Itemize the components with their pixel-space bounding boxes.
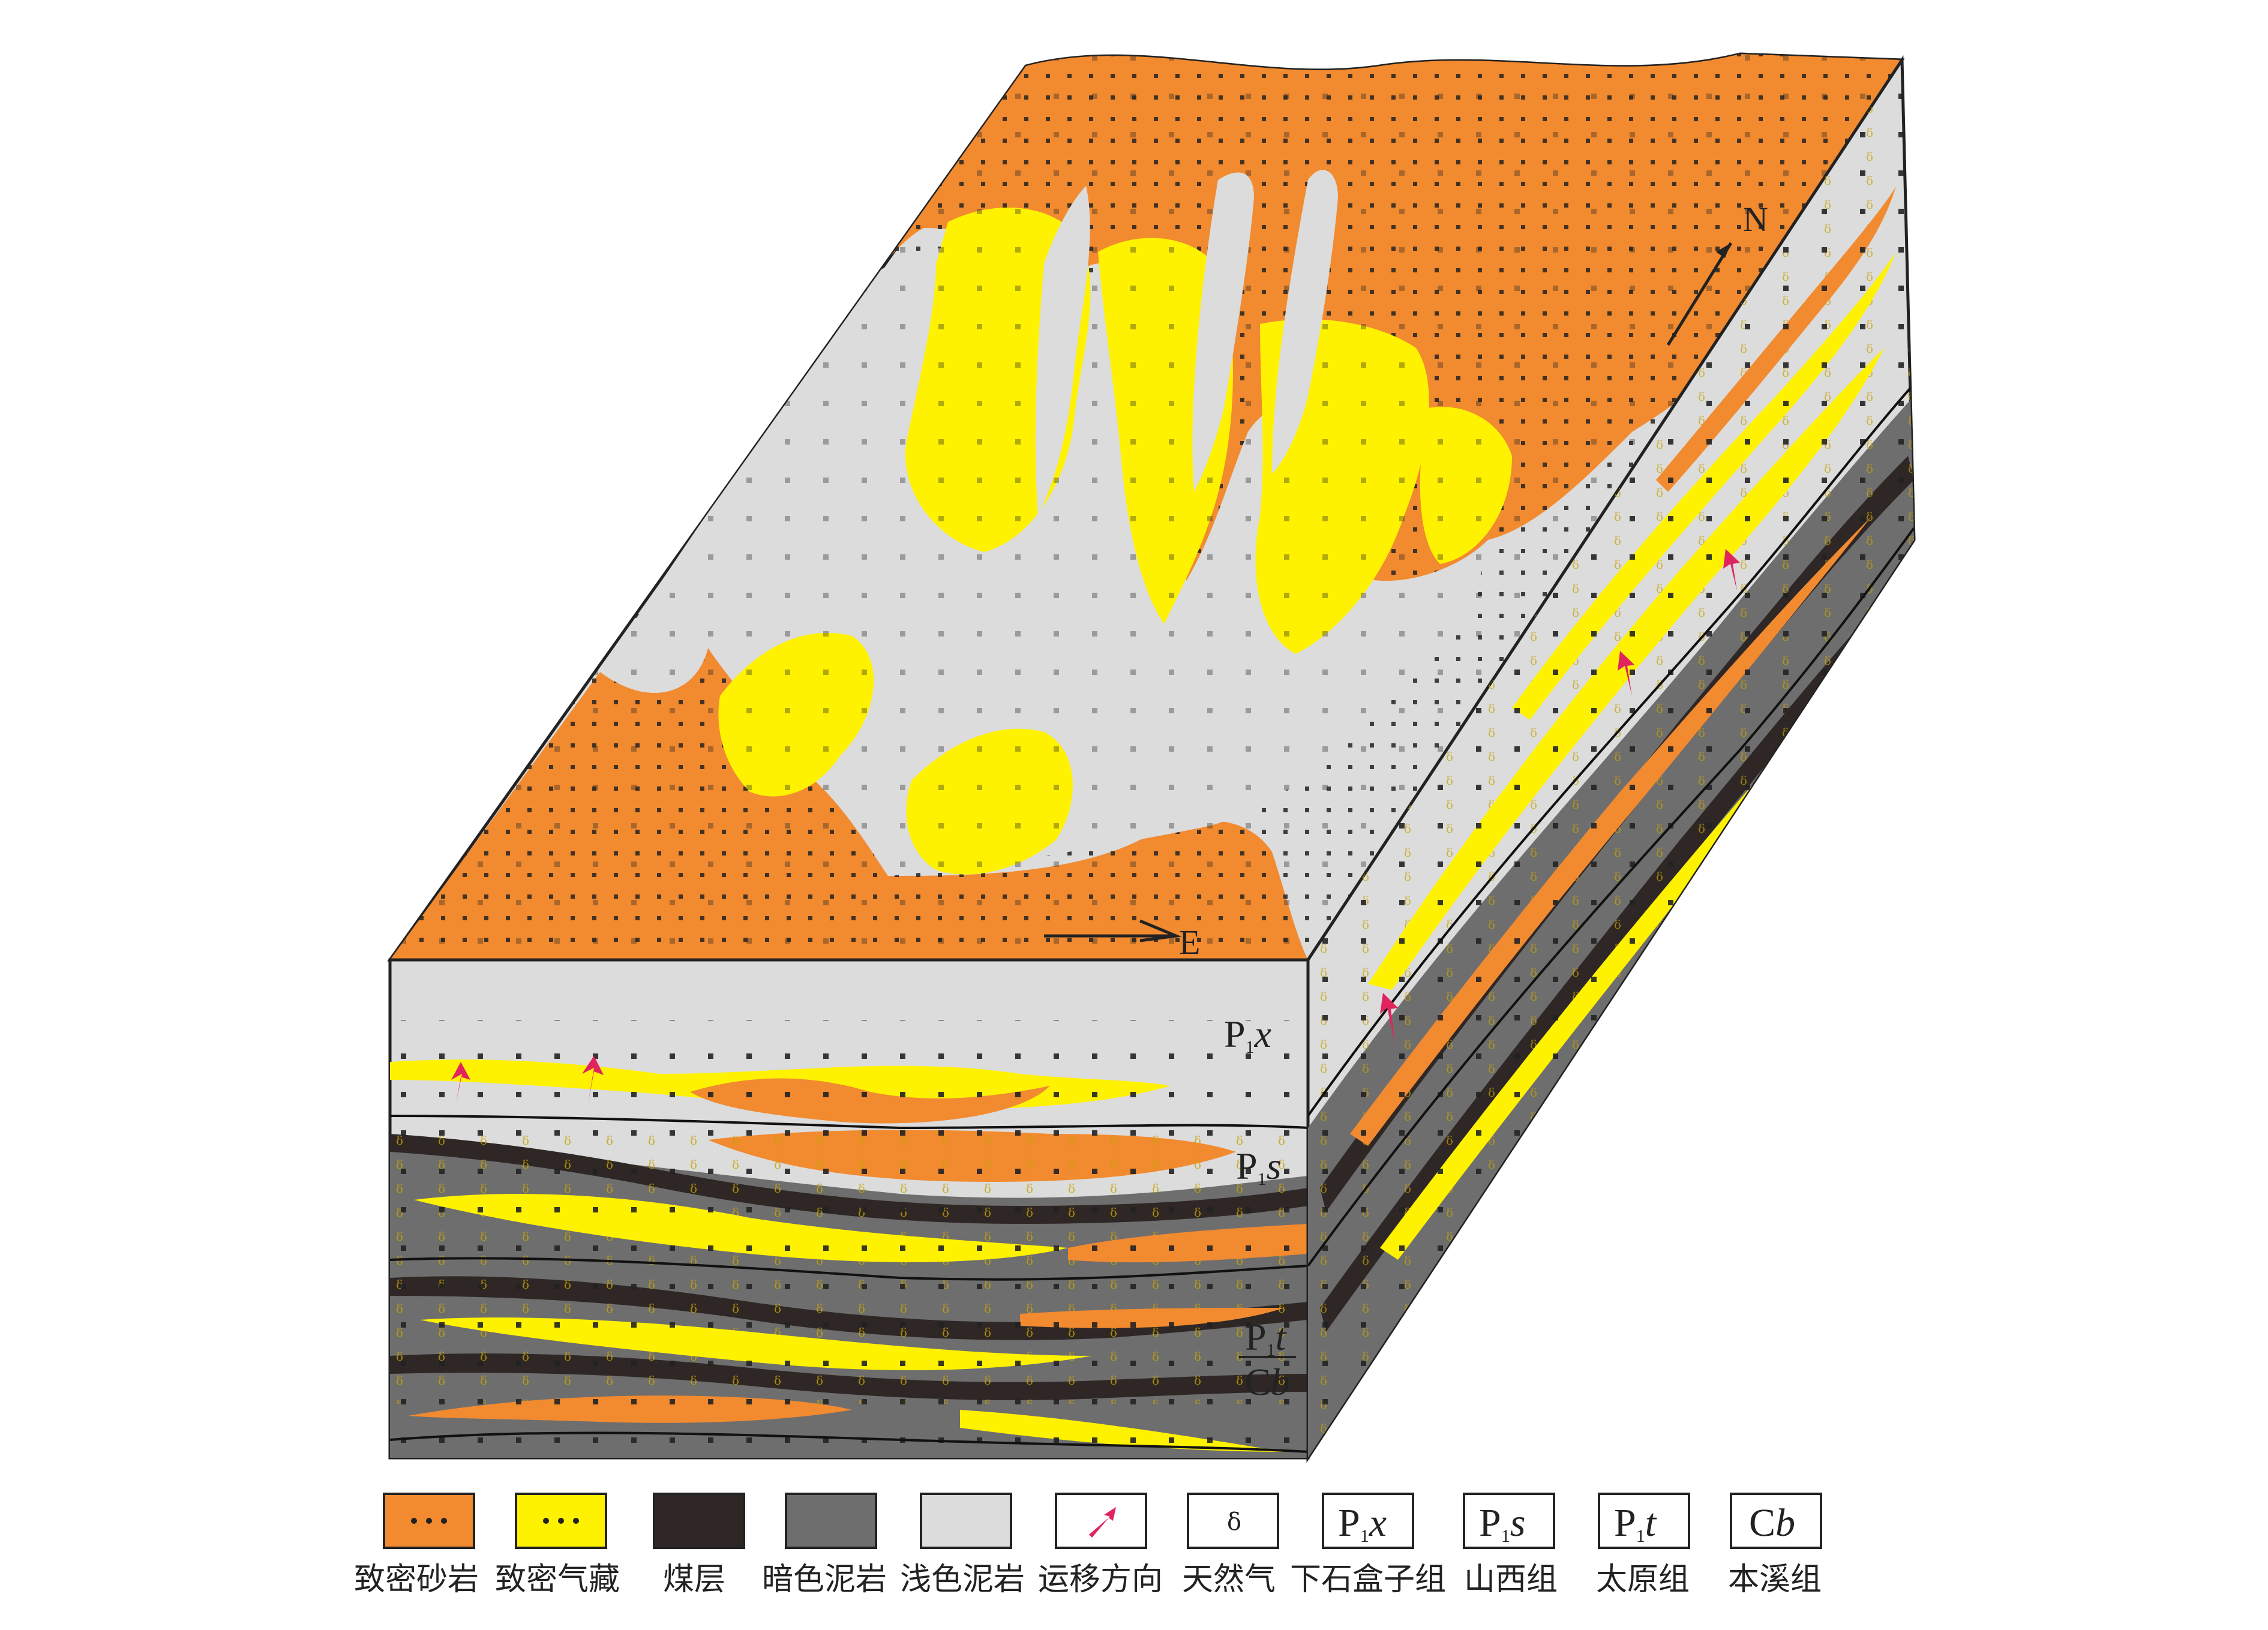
legend-label: 本溪组 [1728, 1562, 1822, 1598]
legend-item-p1t: P1t 太原组 [1596, 1493, 1690, 1598]
east-arrow: E [1044, 919, 1200, 962]
svg-text:P1t: P1t [1614, 1501, 1657, 1546]
legend: 致密砂岩 致密气藏 煤层 暗色泥岩 浅色泥岩 运移方向 δ 天然气 [354, 1493, 1822, 1598]
svg-text:P1x: P1x [1338, 1501, 1387, 1546]
legend-item-p1x: P1x 下石盒子组 [1290, 1493, 1446, 1598]
svg-text:Cb: Cb [1749, 1501, 1795, 1545]
legend-label: 煤层 [663, 1562, 725, 1598]
legend-label: 致密砂岩 [354, 1562, 479, 1598]
legend-label: 暗色泥岩 [762, 1562, 887, 1598]
north-label: N [1743, 200, 1768, 239]
legend-label: 浅色泥岩 [900, 1562, 1025, 1598]
legend-label: 太原组 [1596, 1562, 1690, 1598]
migration-arrow-icon [1089, 1507, 1116, 1538]
legend-item-cb: Cb 本溪组 [1728, 1493, 1822, 1598]
legend-item-light-mudstone: 浅色泥岩 [900, 1493, 1025, 1598]
legend-item-migration: 运移方向 [1038, 1493, 1163, 1598]
north-arrow: N [1666, 200, 1768, 346]
legend-item-coal: 煤层 [653, 1493, 745, 1598]
legend-item-natural-gas: δ 天然气 [1182, 1493, 1279, 1598]
legend-item-dark-mudstone: 暗色泥岩 [762, 1493, 887, 1598]
label-cb: Cb [1245, 1361, 1290, 1403]
legend-item-tight-sandstone: 致密砂岩 [354, 1493, 479, 1598]
legend-item-p1s: P1s 山西组 [1463, 1493, 1558, 1598]
legend-label: 天然气 [1182, 1562, 1276, 1598]
legend-label: 下石盒子组 [1290, 1562, 1446, 1598]
svg-text:P1s: P1s [1479, 1501, 1525, 1546]
east-label: E [1179, 923, 1200, 962]
gas-symbol-icon: δ [1227, 1508, 1241, 1536]
front-face: P1x P1s P1t Cb [388, 958, 1310, 1460]
legend-label: 致密气藏 [495, 1562, 620, 1598]
legend-label: 运移方向 [1038, 1562, 1163, 1598]
label-p1t: P1t [1245, 1316, 1288, 1360]
label-p1x: P1x [1224, 1013, 1271, 1057]
legend-label: 山西组 [1464, 1562, 1558, 1598]
label-p1s: P1s [1236, 1145, 1282, 1189]
legend-item-tight-gas: 致密气藏 [495, 1493, 620, 1598]
